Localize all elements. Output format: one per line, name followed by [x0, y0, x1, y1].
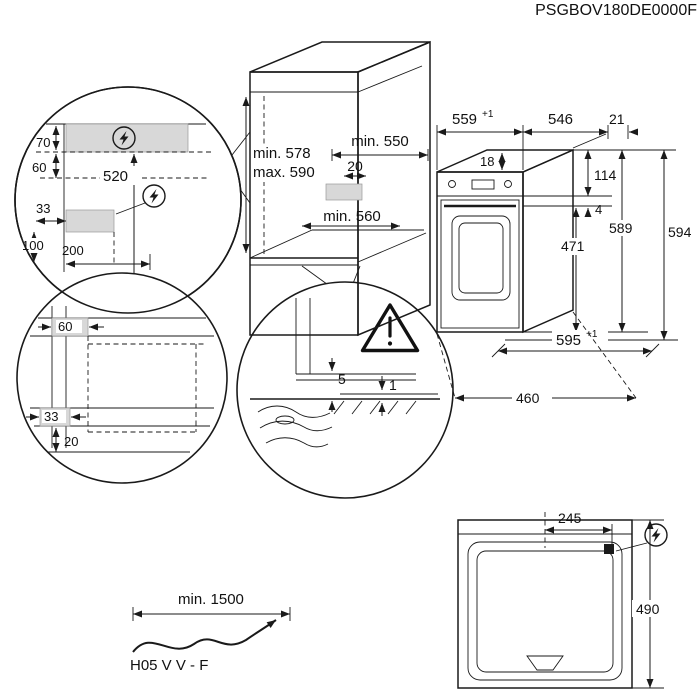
power-connection-icon: [644, 523, 668, 547]
oven-door-window: [451, 215, 511, 301]
oven-dimension-drawing: 559 +1 546 21 18 114 4 471 589 594: [436, 109, 692, 406]
power-cable-spec: min. 1500 H05 V V - F: [130, 591, 291, 674]
oven-door: [440, 199, 520, 329]
dim-socket-60: 60: [32, 160, 46, 175]
mains-connection-point: [604, 544, 614, 554]
dim-oven-18: 18: [480, 154, 494, 169]
wood-grain: [257, 405, 333, 448]
dim-oven-471: 471: [561, 238, 585, 254]
cabinet-niche-drawing: min. 578 max. 590 min. 550 20 min. 560: [242, 40, 431, 337]
dim-topview-490: 490: [636, 601, 660, 617]
dim-socket-70: 70: [36, 135, 50, 150]
dim-base-33: 33: [44, 409, 58, 424]
dim-niche-depth-top: min. 550: [351, 133, 409, 150]
dim-oven-559-tolerance: +1: [482, 109, 494, 120]
dim-niche-height-max: max. 590: [253, 164, 315, 181]
oven-top-view: 245 490: [457, 510, 668, 689]
dim-oven-595: 595: [556, 332, 581, 349]
dim-oven-460: 460: [516, 390, 540, 406]
power-connection-icon: [142, 184, 166, 208]
dim-base-60: 60: [58, 319, 72, 334]
ground-hatching: [333, 400, 417, 415]
dim-oven-589: 589: [609, 220, 633, 236]
floor-clearance-detail: 5 1: [236, 281, 454, 499]
dim-niche-depth-bottom: min. 560: [323, 208, 381, 225]
dim-socket-100: 100: [22, 238, 44, 253]
socket-detail-outline: [14, 86, 242, 314]
door-handle-recess: [526, 655, 564, 671]
dim-oven-4: 4: [595, 202, 602, 217]
model-code: PSGBOV180DE0000F: [535, 2, 697, 19]
dim-socket-520: 520: [103, 168, 128, 185]
cable-curve: [132, 619, 277, 653]
dim-oven-114: 114: [594, 167, 617, 183]
dim-topview-245: 245: [558, 510, 582, 526]
dim-base-20: 20: [64, 434, 78, 449]
cable-type: H05 V V - F: [130, 657, 208, 674]
socket-position-detail: 70 60 520 33 100 200: [14, 86, 242, 314]
dim-floor-5: 5: [338, 371, 346, 387]
dim-floor-1: 1: [389, 377, 397, 393]
dim-socket-33: 33: [36, 201, 50, 216]
dim-niche-gap-20: 20: [347, 158, 363, 174]
dim-oven-594: 594: [668, 224, 692, 240]
dim-socket-200: 200: [62, 243, 84, 258]
dim-niche-height-min: min. 578: [253, 145, 311, 162]
dim-oven-559: 559: [452, 111, 477, 128]
cable-min-length: min. 1500: [178, 591, 244, 608]
base-corner-detail: 60 33 20: [16, 272, 228, 484]
dim-oven-21: 21: [609, 111, 625, 127]
dim-oven-595-tolerance: +1: [586, 329, 598, 340]
power-connection-icon: [112, 126, 136, 150]
dim-oven-546: 546: [548, 111, 573, 128]
